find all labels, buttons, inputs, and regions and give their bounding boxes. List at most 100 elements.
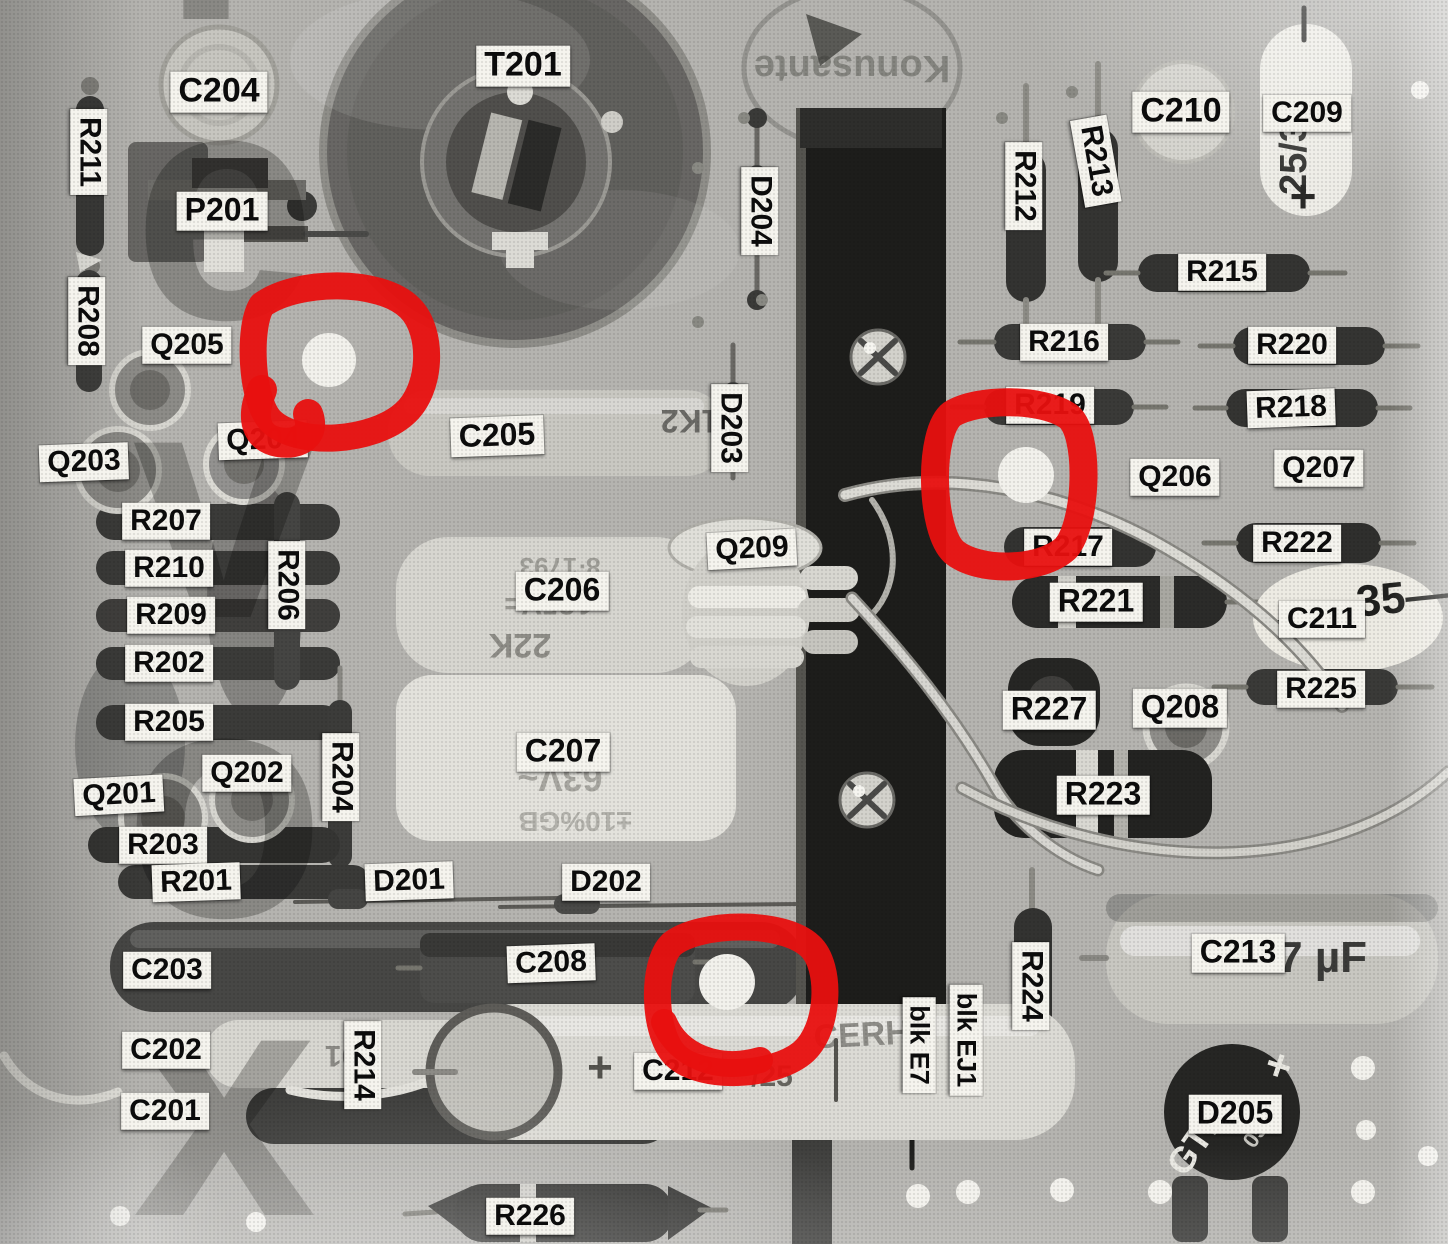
stamp-text: Konusante xyxy=(754,47,950,89)
r221-band-2 xyxy=(1160,576,1174,628)
solder-dot xyxy=(110,1206,130,1226)
t201-blob-right xyxy=(601,111,623,133)
component-label-d202: D202 xyxy=(562,863,650,901)
component-label-c203: C203 xyxy=(123,951,211,989)
component-label-r227: R227 xyxy=(1002,690,1096,730)
t201-slot-light xyxy=(471,112,523,200)
solder-dot xyxy=(1356,1120,1376,1140)
component-label-r216: R216 xyxy=(1020,323,1108,361)
solder-dot xyxy=(1418,1146,1438,1166)
component-label-r210: R210 xyxy=(125,549,213,587)
c212-sheen xyxy=(480,1016,1040,1036)
screw-bottom-glint xyxy=(853,785,865,797)
component-label-r203: R203 xyxy=(119,826,207,864)
component-label-c209: C209 xyxy=(1263,94,1351,132)
wire-branch xyxy=(848,594,1102,874)
component-label-r207: R207 xyxy=(122,502,210,540)
c209-mark-plus: + xyxy=(1290,170,1317,222)
r211-pad-top xyxy=(81,77,99,95)
q209-stack-1 xyxy=(800,566,858,590)
p201-bracket xyxy=(128,142,208,262)
component-label-r223: R223 xyxy=(1056,775,1150,815)
component-label-c206: C206 xyxy=(515,571,609,611)
d205-leg-left xyxy=(1172,1176,1208,1242)
p201-body xyxy=(192,158,268,188)
highlight-circle-1-blob xyxy=(240,375,325,458)
heatsink-bar xyxy=(796,108,946,1014)
p201-screwpost xyxy=(204,222,244,272)
component-label-r225: R225 xyxy=(1277,670,1365,708)
solder-dot xyxy=(246,1212,266,1232)
solder-dot xyxy=(906,1184,930,1208)
component-label-r209: R209 xyxy=(127,596,215,634)
d205-leg-right xyxy=(1252,1176,1288,1242)
solder-dot xyxy=(1050,1178,1074,1202)
c213-shade-top xyxy=(1106,894,1438,922)
solder-dot xyxy=(1351,1180,1375,1204)
component-label-r215: R215 xyxy=(1178,253,1266,291)
c207-print-tol: ±10%GB xyxy=(518,806,631,837)
component-label-c204: C204 xyxy=(170,71,268,113)
pad-h ole xyxy=(756,294,768,306)
c212-plus: + xyxy=(587,1043,613,1092)
pad-hole xyxy=(1066,86,1078,98)
component-label-p201: P201 xyxy=(176,191,268,231)
solder-dot xyxy=(1411,81,1429,99)
component-label-d205: D205 xyxy=(1188,1094,1282,1134)
testpoint-dot-2 xyxy=(998,447,1054,503)
component-label-q207: Q207 xyxy=(1274,449,1364,487)
r226-wing-right xyxy=(668,1186,712,1240)
solder-glint xyxy=(76,252,102,272)
component-label-r222: R222 xyxy=(1253,524,1341,562)
component-label-r205: R205 xyxy=(125,703,213,741)
component-label-c201: C201 xyxy=(121,1092,209,1130)
solder-dot xyxy=(1351,1056,1375,1080)
q209-rib-2 xyxy=(686,616,806,638)
c206-print-value: 22K xyxy=(488,626,551,664)
c205-sheen xyxy=(404,398,704,414)
component-label-r202: R202 xyxy=(125,644,213,682)
wire-bottom-arc xyxy=(958,768,1448,857)
q209-stack-3 xyxy=(802,630,858,654)
highlight-circle-1 xyxy=(239,272,440,452)
q209-wirelet xyxy=(865,497,896,621)
highlight-circle-3-inner xyxy=(651,1009,773,1077)
pad-hole xyxy=(692,316,704,328)
c209-handwriting: 25/3 xyxy=(1273,121,1315,195)
component-label-t201: T201 xyxy=(476,45,570,87)
component-label-r221: R221 xyxy=(1049,582,1143,622)
pad-hole xyxy=(738,112,750,124)
d201-body xyxy=(328,889,368,909)
testpoint-dot-3 xyxy=(699,954,755,1010)
q209-rib-1 xyxy=(688,586,806,608)
c205-print: 1K2 xyxy=(661,403,720,439)
component-label-c207: C207 xyxy=(516,732,610,772)
component-label-r220: R220 xyxy=(1248,326,1336,364)
screw-bottom-slot-b xyxy=(847,781,887,819)
r226-lead-left xyxy=(402,1209,439,1217)
component-label-r226: R226 xyxy=(486,1197,574,1235)
screw-top-glint xyxy=(864,342,876,354)
component-label-q202: Q202 xyxy=(202,754,292,792)
testpoint-dot-1 xyxy=(302,333,356,387)
pad-hole xyxy=(692,162,704,174)
t201-tab-bottom xyxy=(492,232,548,268)
d204-pad-top xyxy=(747,108,767,128)
heatsink-top-cap xyxy=(800,108,942,148)
stamp-arrow xyxy=(806,14,862,66)
q209-stack-2 xyxy=(798,598,860,622)
component-label-q208: Q208 xyxy=(1132,688,1228,728)
q209-rib-3 xyxy=(690,646,804,668)
highlight-circle-2 xyxy=(920,388,1098,581)
component-label-q205: Q205 xyxy=(142,326,232,364)
screw-top-slot-b xyxy=(858,338,898,376)
q205-core xyxy=(130,370,170,410)
component-label-c211: C211 xyxy=(1278,600,1366,638)
component-label-c210: C210 xyxy=(1132,91,1230,133)
t201-slot-dark xyxy=(507,119,562,212)
c211-handwriting: 35— xyxy=(1354,568,1448,626)
